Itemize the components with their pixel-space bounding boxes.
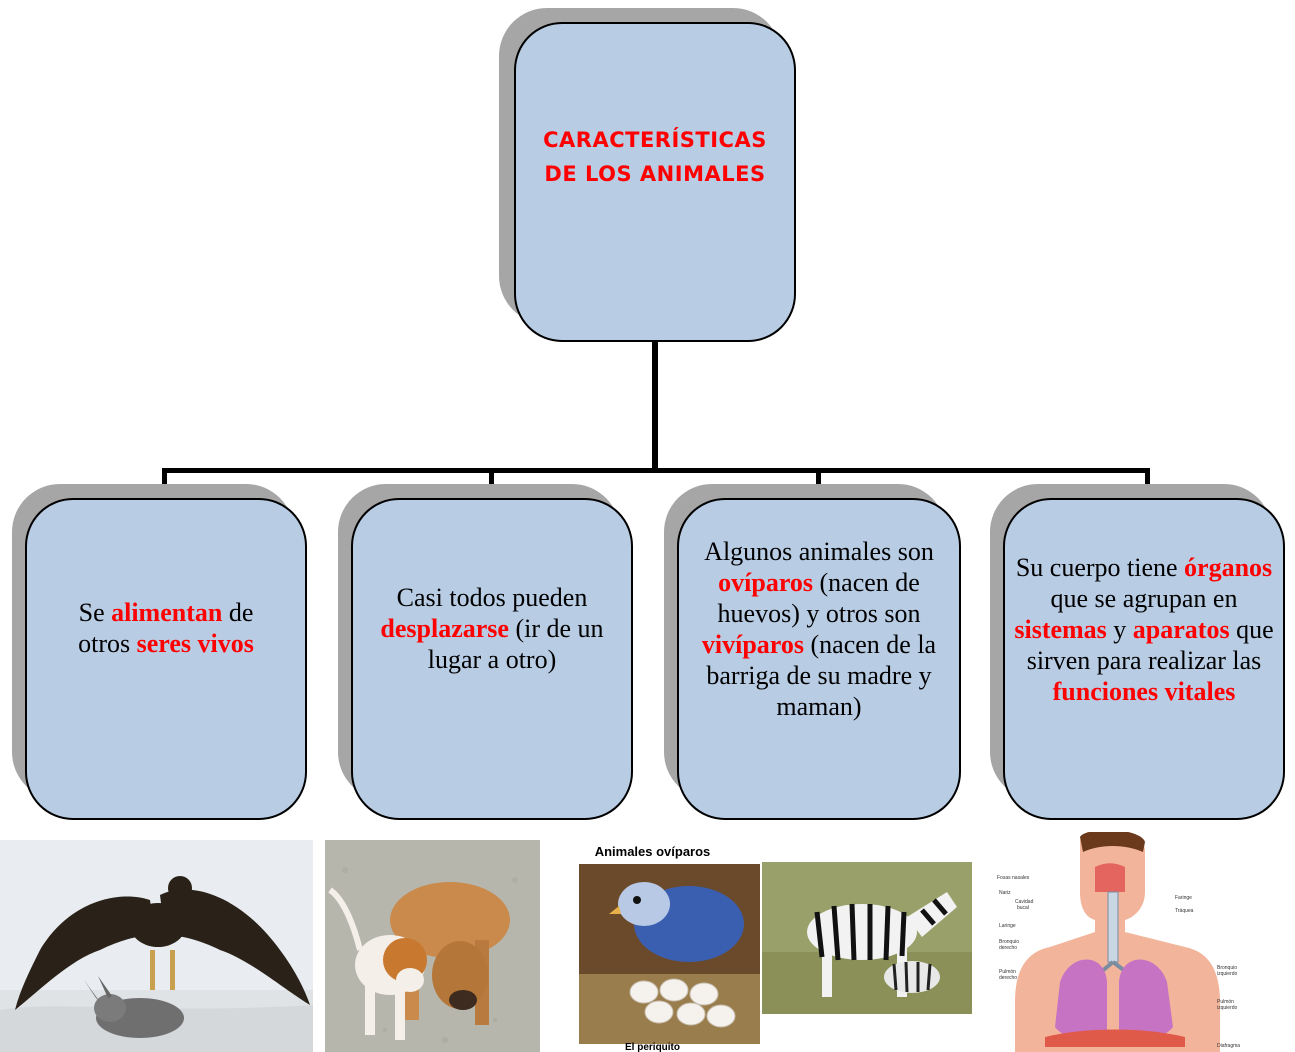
- text-segment: que se agrupan en: [1050, 583, 1238, 613]
- text-segment: que sirven para realizar las: [1026, 614, 1274, 675]
- text-segment: Algunos animales son: [704, 537, 934, 566]
- label-faringe: Faringe: [1175, 895, 1192, 901]
- photo-anatomy: Fosas nasales Nariz Cavidad bucal Faring…: [985, 832, 1255, 1052]
- label-bronquio-derecho-2: derecho: [999, 945, 1018, 951]
- highlight-term: aparatos: [1132, 614, 1230, 644]
- label-pulmon-derecho-2: derecho: [999, 975, 1018, 981]
- connector-child-3: [816, 468, 821, 498]
- text-segment: Casi todos pueden: [396, 582, 588, 612]
- label-pulmon-derecho-1: Pulmón: [999, 969, 1016, 975]
- child-node-3-text: Algunos animales son ovíparos (nacen de …: [694, 536, 944, 722]
- text-segment: (nacen de huevos) y otros son: [717, 568, 921, 628]
- connector-child-2: [489, 468, 494, 498]
- text-segment: y: [1106, 614, 1133, 644]
- text-segment: Se: [78, 598, 112, 627]
- highlight-term: órganos: [1184, 552, 1273, 582]
- photo-eagle-rabbit: [0, 840, 313, 1052]
- zebras-illustration: [762, 862, 972, 1014]
- child-node-4: Su cuerpo tiene órganos que se agrupan e…: [1003, 498, 1285, 820]
- dogs-illustration: [325, 840, 540, 1052]
- label-cavidad-2: bucal: [1017, 905, 1029, 911]
- child-node-1: Se alimentan de otros seres vivos: [25, 498, 307, 820]
- root-node: CARACTERÍSTICAS DE LOS ANIMALES: [514, 22, 796, 342]
- child-node-3: Algunos animales son ovíparos (nacen de …: [677, 498, 961, 820]
- label-nariz: Nariz: [999, 890, 1011, 896]
- text-segment: (nacen de la barriga de su madre y maman…: [706, 630, 937, 721]
- root-title-line-2: DE LOS ANIMALES: [544, 162, 766, 186]
- child-node-2: Casi todos pueden desplazarse (ir de un …: [351, 498, 633, 820]
- connector-child-4: [1145, 468, 1150, 498]
- highlight-term: ovíparos: [718, 568, 814, 597]
- label-laringe: Laringe: [999, 923, 1016, 929]
- highlight-term: funciones vitales: [1052, 676, 1236, 706]
- oviparos-caption: El periquito: [625, 1042, 680, 1052]
- connector-child-1: [162, 468, 167, 498]
- parakeet-illustration: [579, 864, 760, 1044]
- label-pulmon-izquierdo-2: izquierdo: [1217, 1005, 1238, 1011]
- eagle-rabbit-illustration: [0, 840, 313, 1052]
- label-bronquio-izquierdo-2: izquierdo: [1217, 971, 1238, 977]
- highlight-term: sistemas: [1014, 614, 1107, 644]
- label-bronquio-izquierdo-1: Bronquio: [1217, 965, 1238, 971]
- label-cavidad-1: Cavidad: [1015, 899, 1034, 905]
- root-title-line-1: CARACTERÍSTICAS: [543, 128, 767, 152]
- photo-dogs: [325, 840, 540, 1052]
- connector-root-vertical: [652, 340, 658, 470]
- text-segment: de otros: [78, 598, 254, 658]
- highlight-term: alimentan: [111, 598, 223, 627]
- text-segment: Su cuerpo tiene: [1015, 552, 1185, 582]
- child-node-1-text: Se alimentan de otros seres vivos: [51, 597, 281, 659]
- highlight-term: desplazarse: [380, 613, 509, 643]
- label-traquea: Tráquea: [1175, 908, 1194, 914]
- label-bronquio-derecho-1: Bronquio: [999, 939, 1020, 945]
- label-pulmon-izquierdo-1: Pulmón: [1217, 999, 1234, 1005]
- connector-horizontal: [162, 468, 1150, 473]
- photo-zebras: [762, 862, 972, 1014]
- child-node-4-text: Su cuerpo tiene órganos que se agrupan e…: [1014, 552, 1274, 707]
- anatomy-illustration: [1015, 832, 1220, 1052]
- label-fosas-nasales: Fosas nasales: [997, 875, 1030, 881]
- child-node-2-text: Casi todos pueden desplazarse (ir de un …: [372, 582, 612, 675]
- label-diafragma: Diafragma: [1217, 1043, 1241, 1049]
- text-segment: (ir de un lugar a otro): [427, 613, 604, 674]
- root-title: CARACTERÍSTICAS DE LOS ANIMALES: [543, 123, 767, 191]
- photo-oviparos: Animales ovíparos El periquito: [545, 838, 760, 1052]
- highlight-term: seres vivos: [136, 629, 254, 658]
- highlight-term: vivíparos: [701, 630, 804, 659]
- oviparos-title: Animales ovíparos: [594, 844, 711, 859]
